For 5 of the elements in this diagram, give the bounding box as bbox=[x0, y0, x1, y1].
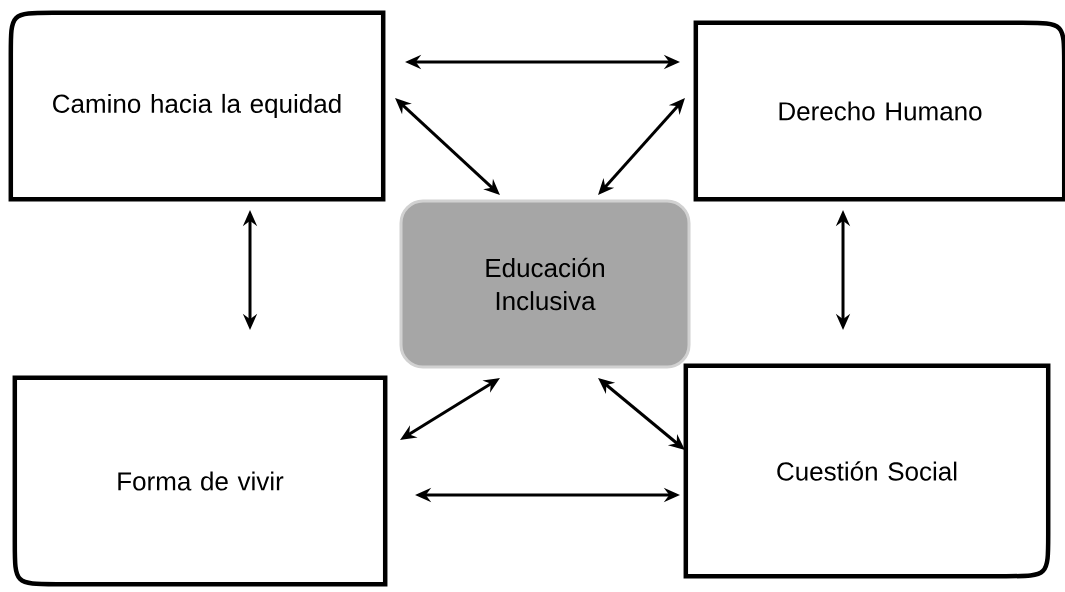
process-box: Derecho Humano bbox=[693, 20, 1065, 202]
process-box: Cuestión Social bbox=[683, 363, 1051, 579]
center-box: Educación Inclusiva bbox=[399, 199, 691, 369]
process-box: Camino hacia la equidad bbox=[8, 10, 386, 202]
process-box: Forma de vivir bbox=[12, 375, 388, 587]
